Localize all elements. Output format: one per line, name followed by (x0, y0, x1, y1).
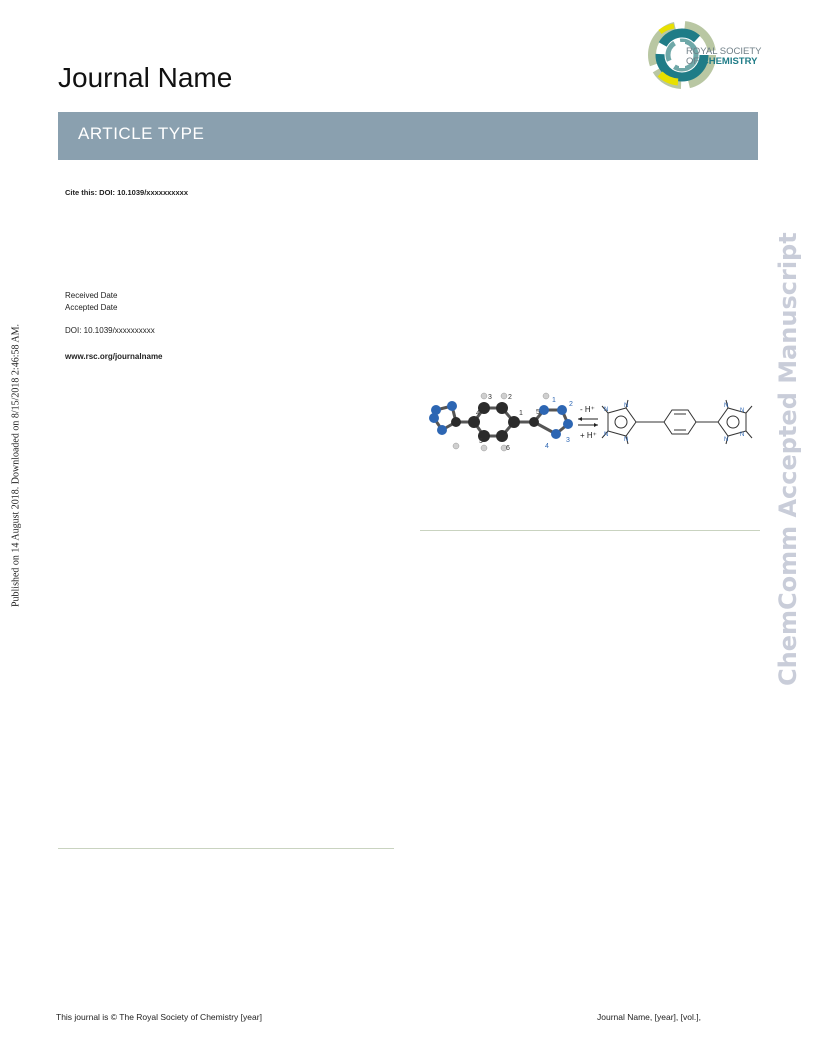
nitrogen-label: N (740, 408, 744, 414)
journal-name: Journal Name (58, 62, 233, 93)
published-note: Published on 14 August 2018. Downloaded … (10, 323, 22, 608)
divider-right (420, 530, 760, 531)
divider-left (58, 848, 394, 849)
carbon-atom (478, 430, 490, 442)
nitrogen-atom (431, 405, 441, 415)
atom-number: 3 (566, 437, 570, 444)
nitrogen-label: N (624, 403, 628, 409)
atom-number: 5 (479, 438, 483, 445)
rsc-logo-mark-icon (648, 21, 716, 89)
graphical-abstract: 4 3 2 1 5 6 5 1 2 3 4 - H⁺ + H⁺ (422, 388, 762, 458)
article-type-banner: ARTICLE TYPE (58, 112, 758, 160)
protonation-label: + H⁺ (580, 431, 597, 440)
article-doi: DOI: 10.1039/xxxxxxxxxx (65, 326, 155, 335)
hydrogen-atom (452, 442, 460, 450)
atom-number: 3 (488, 394, 492, 401)
ball-and-stick-model: 4 3 2 1 5 6 5 1 2 3 4 (429, 392, 573, 452)
carbon-atom (508, 416, 520, 428)
rsc-logo: ROYAL SOCIETY OF CHEMISTRY (648, 18, 768, 92)
cite-doi: Cite this: DOI: 10.1039/xxxxxxxxxx (65, 188, 188, 197)
atom-number: 6 (506, 445, 510, 452)
nitrogen-atom (437, 425, 447, 435)
skeletal-structure (601, 399, 753, 445)
accepted-manuscript-watermark: ChemComm Accepted Manuscript (774, 232, 802, 686)
journal-url[interactable]: www.rsc.org/journalname (65, 352, 163, 361)
nitrogen-label: N (740, 432, 744, 438)
article-type-label: ARTICLE TYPE (78, 124, 205, 143)
nitrogen-label: N (624, 437, 628, 443)
hydrogen-atom (500, 392, 508, 400)
atom-number: 1 (519, 410, 523, 417)
hydrogen-atom (500, 444, 508, 452)
carbon-atom (468, 416, 480, 428)
equilibrium-arrows: - H⁺ + H⁺ (578, 405, 598, 440)
nitrogen-atom (551, 429, 561, 439)
hydrogen-atom (542, 392, 550, 400)
hydrogen-atom (480, 392, 488, 400)
nitrogen-atom (539, 405, 549, 415)
carbon-atom (478, 402, 490, 414)
hydrogen-atom (480, 444, 488, 452)
atom-number: 2 (569, 401, 573, 408)
atom-number: 2 (508, 394, 512, 401)
carbon-atom (529, 417, 539, 427)
atom-number: 5 (536, 409, 540, 416)
nitrogen-atom (563, 419, 573, 429)
footer-journal-ref: Journal Name, [year], [vol.], (597, 1012, 701, 1022)
atom-number: 4 (545, 443, 549, 450)
nitrogen-label: N (604, 407, 608, 413)
footer-copyright: This journal is © The Royal Society of C… (56, 1012, 262, 1022)
nitrogen-atom (429, 413, 439, 423)
nitrogen-label: N (724, 403, 728, 409)
deprotonation-label: - H⁺ (580, 405, 595, 414)
carbon-atom (451, 417, 461, 427)
logo-line-1: ROYAL SOCIETY (686, 46, 762, 57)
accepted-date: Accepted Date (65, 303, 118, 312)
received-date: Received Date (65, 291, 118, 300)
nitrogen-atom (447, 401, 457, 411)
atom-number: 1 (552, 397, 556, 404)
nitrogen-label: N (724, 437, 728, 443)
carbon-atom (496, 430, 508, 442)
logo-line-2: OF CHEMISTRY (686, 56, 758, 67)
nitrogen-atom (557, 405, 567, 415)
carbon-atom (496, 402, 508, 414)
nitrogen-label: N (604, 432, 608, 438)
atom-number: 4 (476, 410, 480, 417)
molecule-diagram: 4 3 2 1 5 6 5 1 2 3 4 - H⁺ + H⁺ (429, 392, 753, 452)
